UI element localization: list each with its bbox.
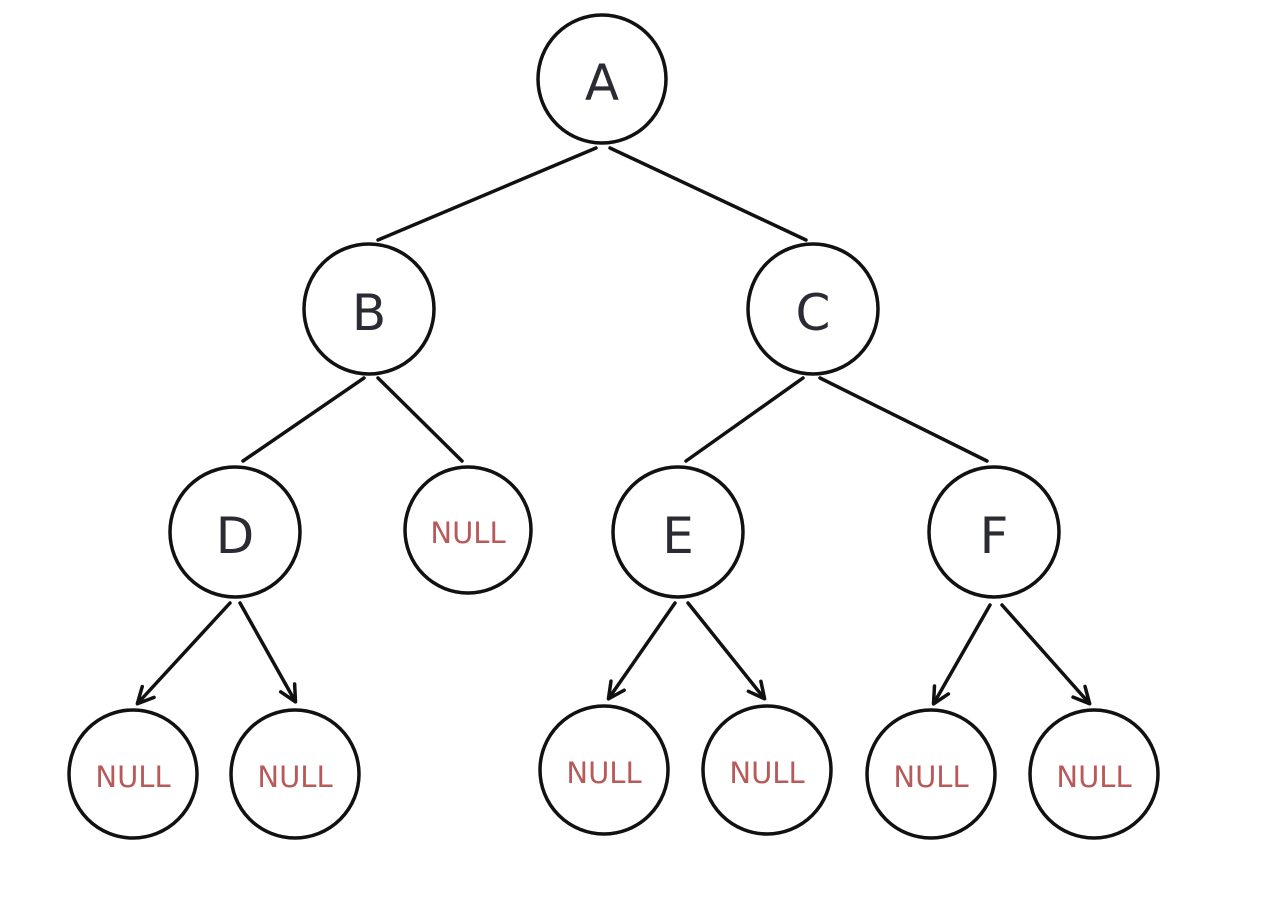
node-f-right-null: NULL <box>1028 708 1160 840</box>
null-label: NULL <box>893 760 968 794</box>
null-label: NULL <box>729 756 804 790</box>
edge-a-c <box>608 146 808 242</box>
node-e-left-null: NULL <box>538 704 670 836</box>
node-e-label: E <box>662 507 694 565</box>
arrow-f-left <box>931 603 992 706</box>
null-label: NULL <box>1056 760 1131 794</box>
node-d-left-null: NULL <box>67 708 199 840</box>
arrow-d-right <box>238 601 298 704</box>
node-f-left-null: NULL <box>865 708 997 840</box>
edge-b-d <box>241 376 366 463</box>
edge-b-null <box>376 376 464 463</box>
edge-a-b <box>376 146 598 242</box>
null-label: NULL <box>430 516 505 550</box>
arrow-e-left <box>606 601 677 701</box>
arrow-f-right <box>1000 603 1092 706</box>
node-d-right-null: NULL <box>229 708 361 840</box>
null-label: NULL <box>95 760 170 794</box>
arrow-e-right <box>686 601 767 701</box>
node-b-label: B <box>352 284 386 342</box>
null-label: NULL <box>257 760 332 794</box>
node-f: F <box>927 465 1061 599</box>
node-d: D <box>168 465 302 599</box>
node-e-right-null: NULL <box>701 704 833 836</box>
node-d-label: D <box>216 507 255 565</box>
arrow-d-left <box>135 601 232 706</box>
node-f-label: F <box>980 507 1009 565</box>
node-c: C <box>746 242 880 376</box>
node-a: A <box>536 13 668 145</box>
node-b: B <box>302 242 436 376</box>
node-e: E <box>611 465 745 599</box>
node-b-right-null: NULL <box>403 465 533 595</box>
edge-c-f <box>818 376 989 463</box>
node-c-label: C <box>796 284 831 342</box>
node-a-label: A <box>585 54 619 112</box>
null-label: NULL <box>566 756 641 790</box>
edge-c-e <box>684 376 805 463</box>
